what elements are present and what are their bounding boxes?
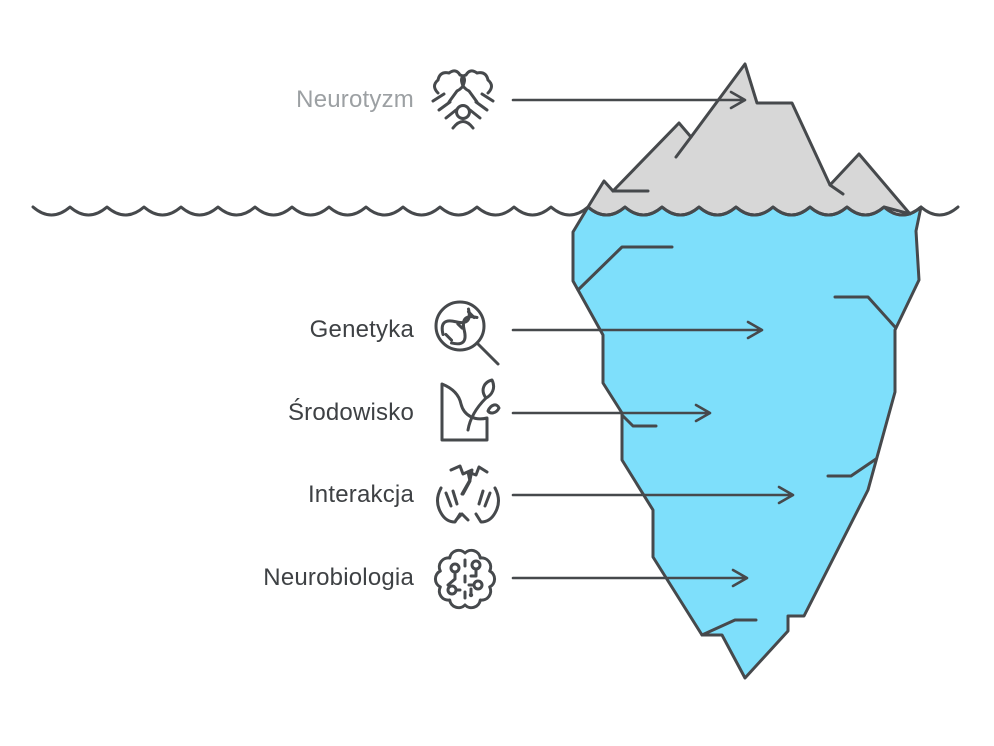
iceberg-ridge-details-above xyxy=(611,135,845,196)
stress-anxiety-icon xyxy=(431,69,495,130)
plant-environment-icon xyxy=(440,378,501,442)
hands-interaction-icon xyxy=(436,464,500,524)
label-srodowisko: Środowisko xyxy=(287,399,414,426)
arrow-genetyka xyxy=(511,320,764,340)
arrow-neurobiologia xyxy=(511,568,749,588)
brain-circuit-icon xyxy=(433,548,497,610)
waterline-wave xyxy=(31,205,960,217)
dna-magnifier-icon xyxy=(434,300,500,366)
arrow-interakcja xyxy=(511,485,795,505)
arrow-neurotyzm xyxy=(511,90,747,110)
iceberg-below-water xyxy=(571,205,923,680)
label-interakcja: Interakcja xyxy=(307,481,414,508)
label-neurotyzm: Neurotyzm xyxy=(296,86,414,113)
label-neurobiologia: Neurobiologia xyxy=(263,564,414,591)
arrow-srodowisko xyxy=(511,403,712,423)
iceberg-ridge-details-below xyxy=(576,245,897,637)
label-genetyka: Genetyka xyxy=(309,316,414,343)
